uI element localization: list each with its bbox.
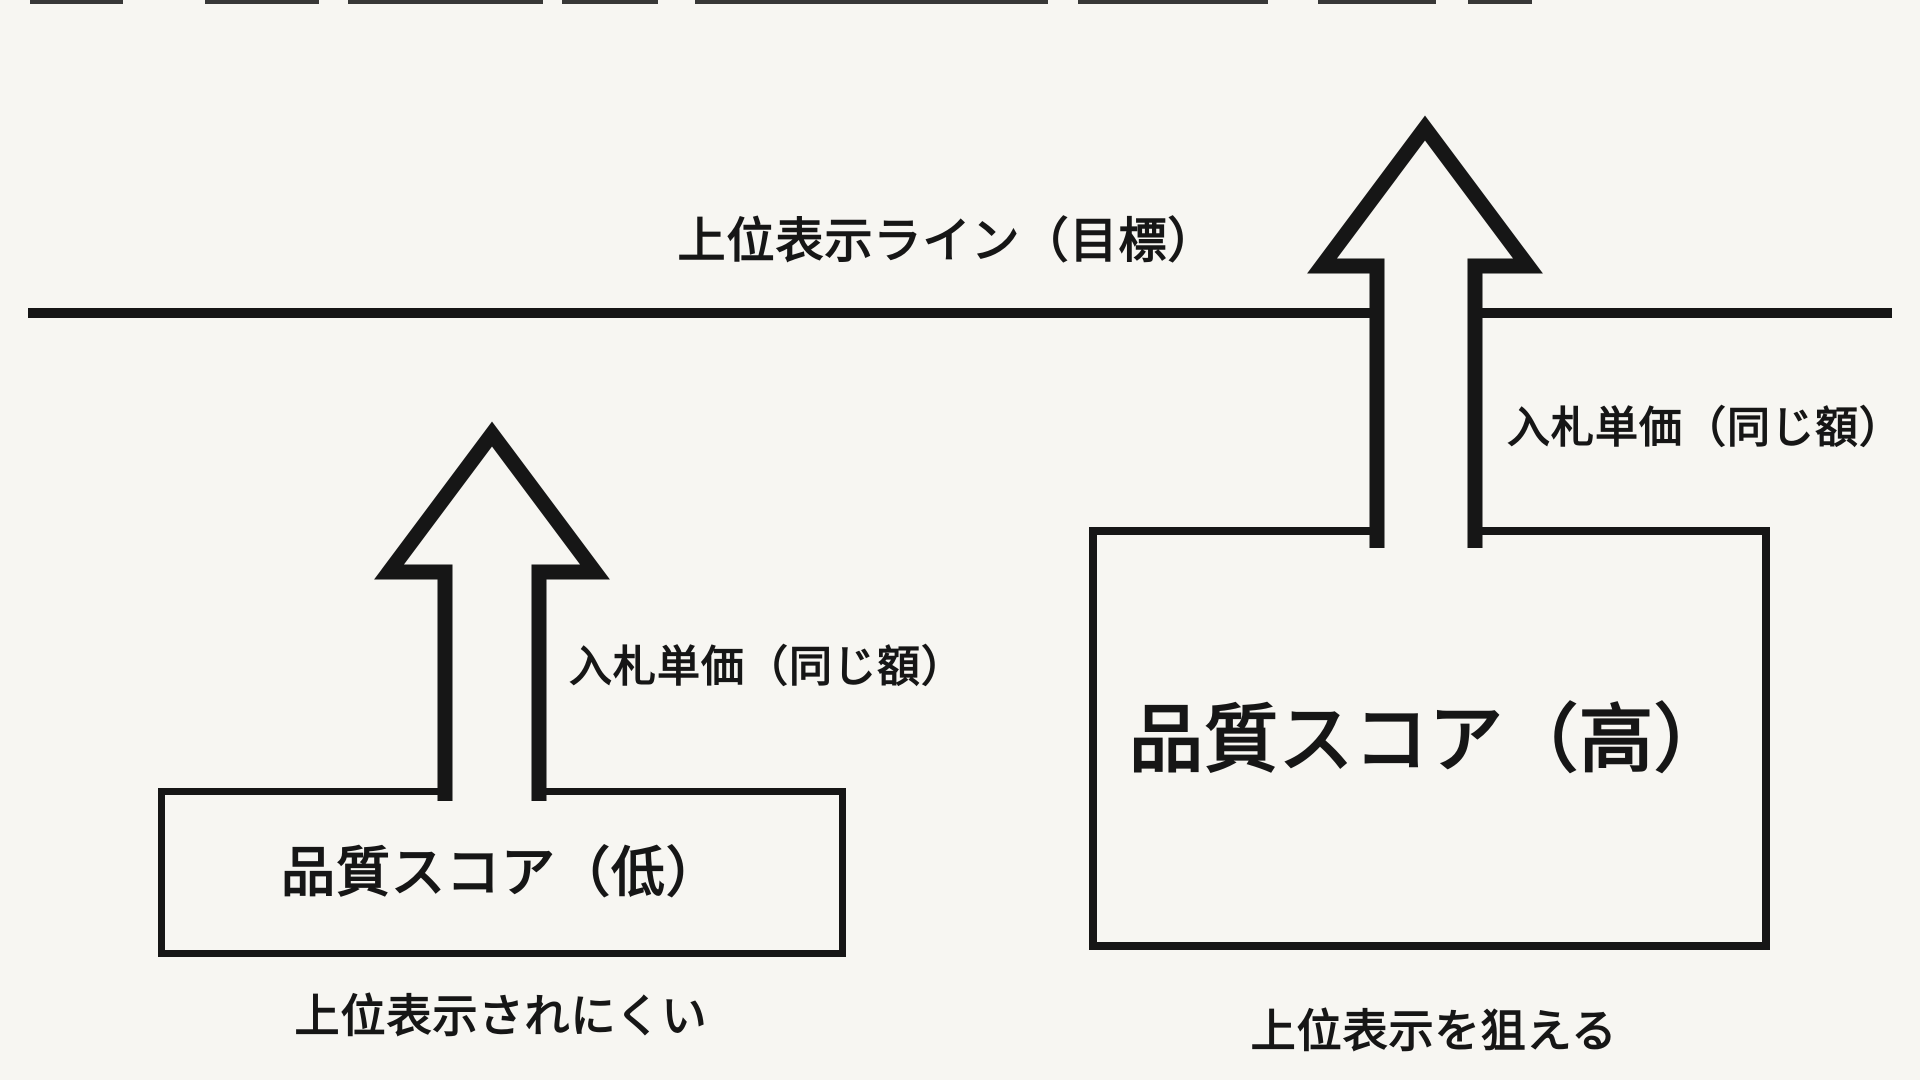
low-bid-arrow (374, 421, 610, 801)
low-quality-box-label: 品質スコア（低） (281, 843, 721, 903)
right-bid-amount-label: 入札単価（同じ額） (1507, 404, 1903, 453)
top-edge-crop-marks (30, 0, 1532, 4)
high-bid-arrow (1307, 115, 1543, 548)
right-result-caption: 上位表示を狙える (1250, 1005, 1618, 1057)
left-bid-amount-label: 入札単価（同じ額） (569, 643, 965, 692)
target-line-label: 上位表示ライン（目標） (677, 215, 1217, 268)
low-quality-box (158, 788, 846, 957)
high-quality-box-label: 品質スコア（高） (1129, 698, 1729, 781)
high-quality-box (1089, 527, 1770, 950)
left-result-caption: 上位表示されにくい (294, 990, 708, 1042)
